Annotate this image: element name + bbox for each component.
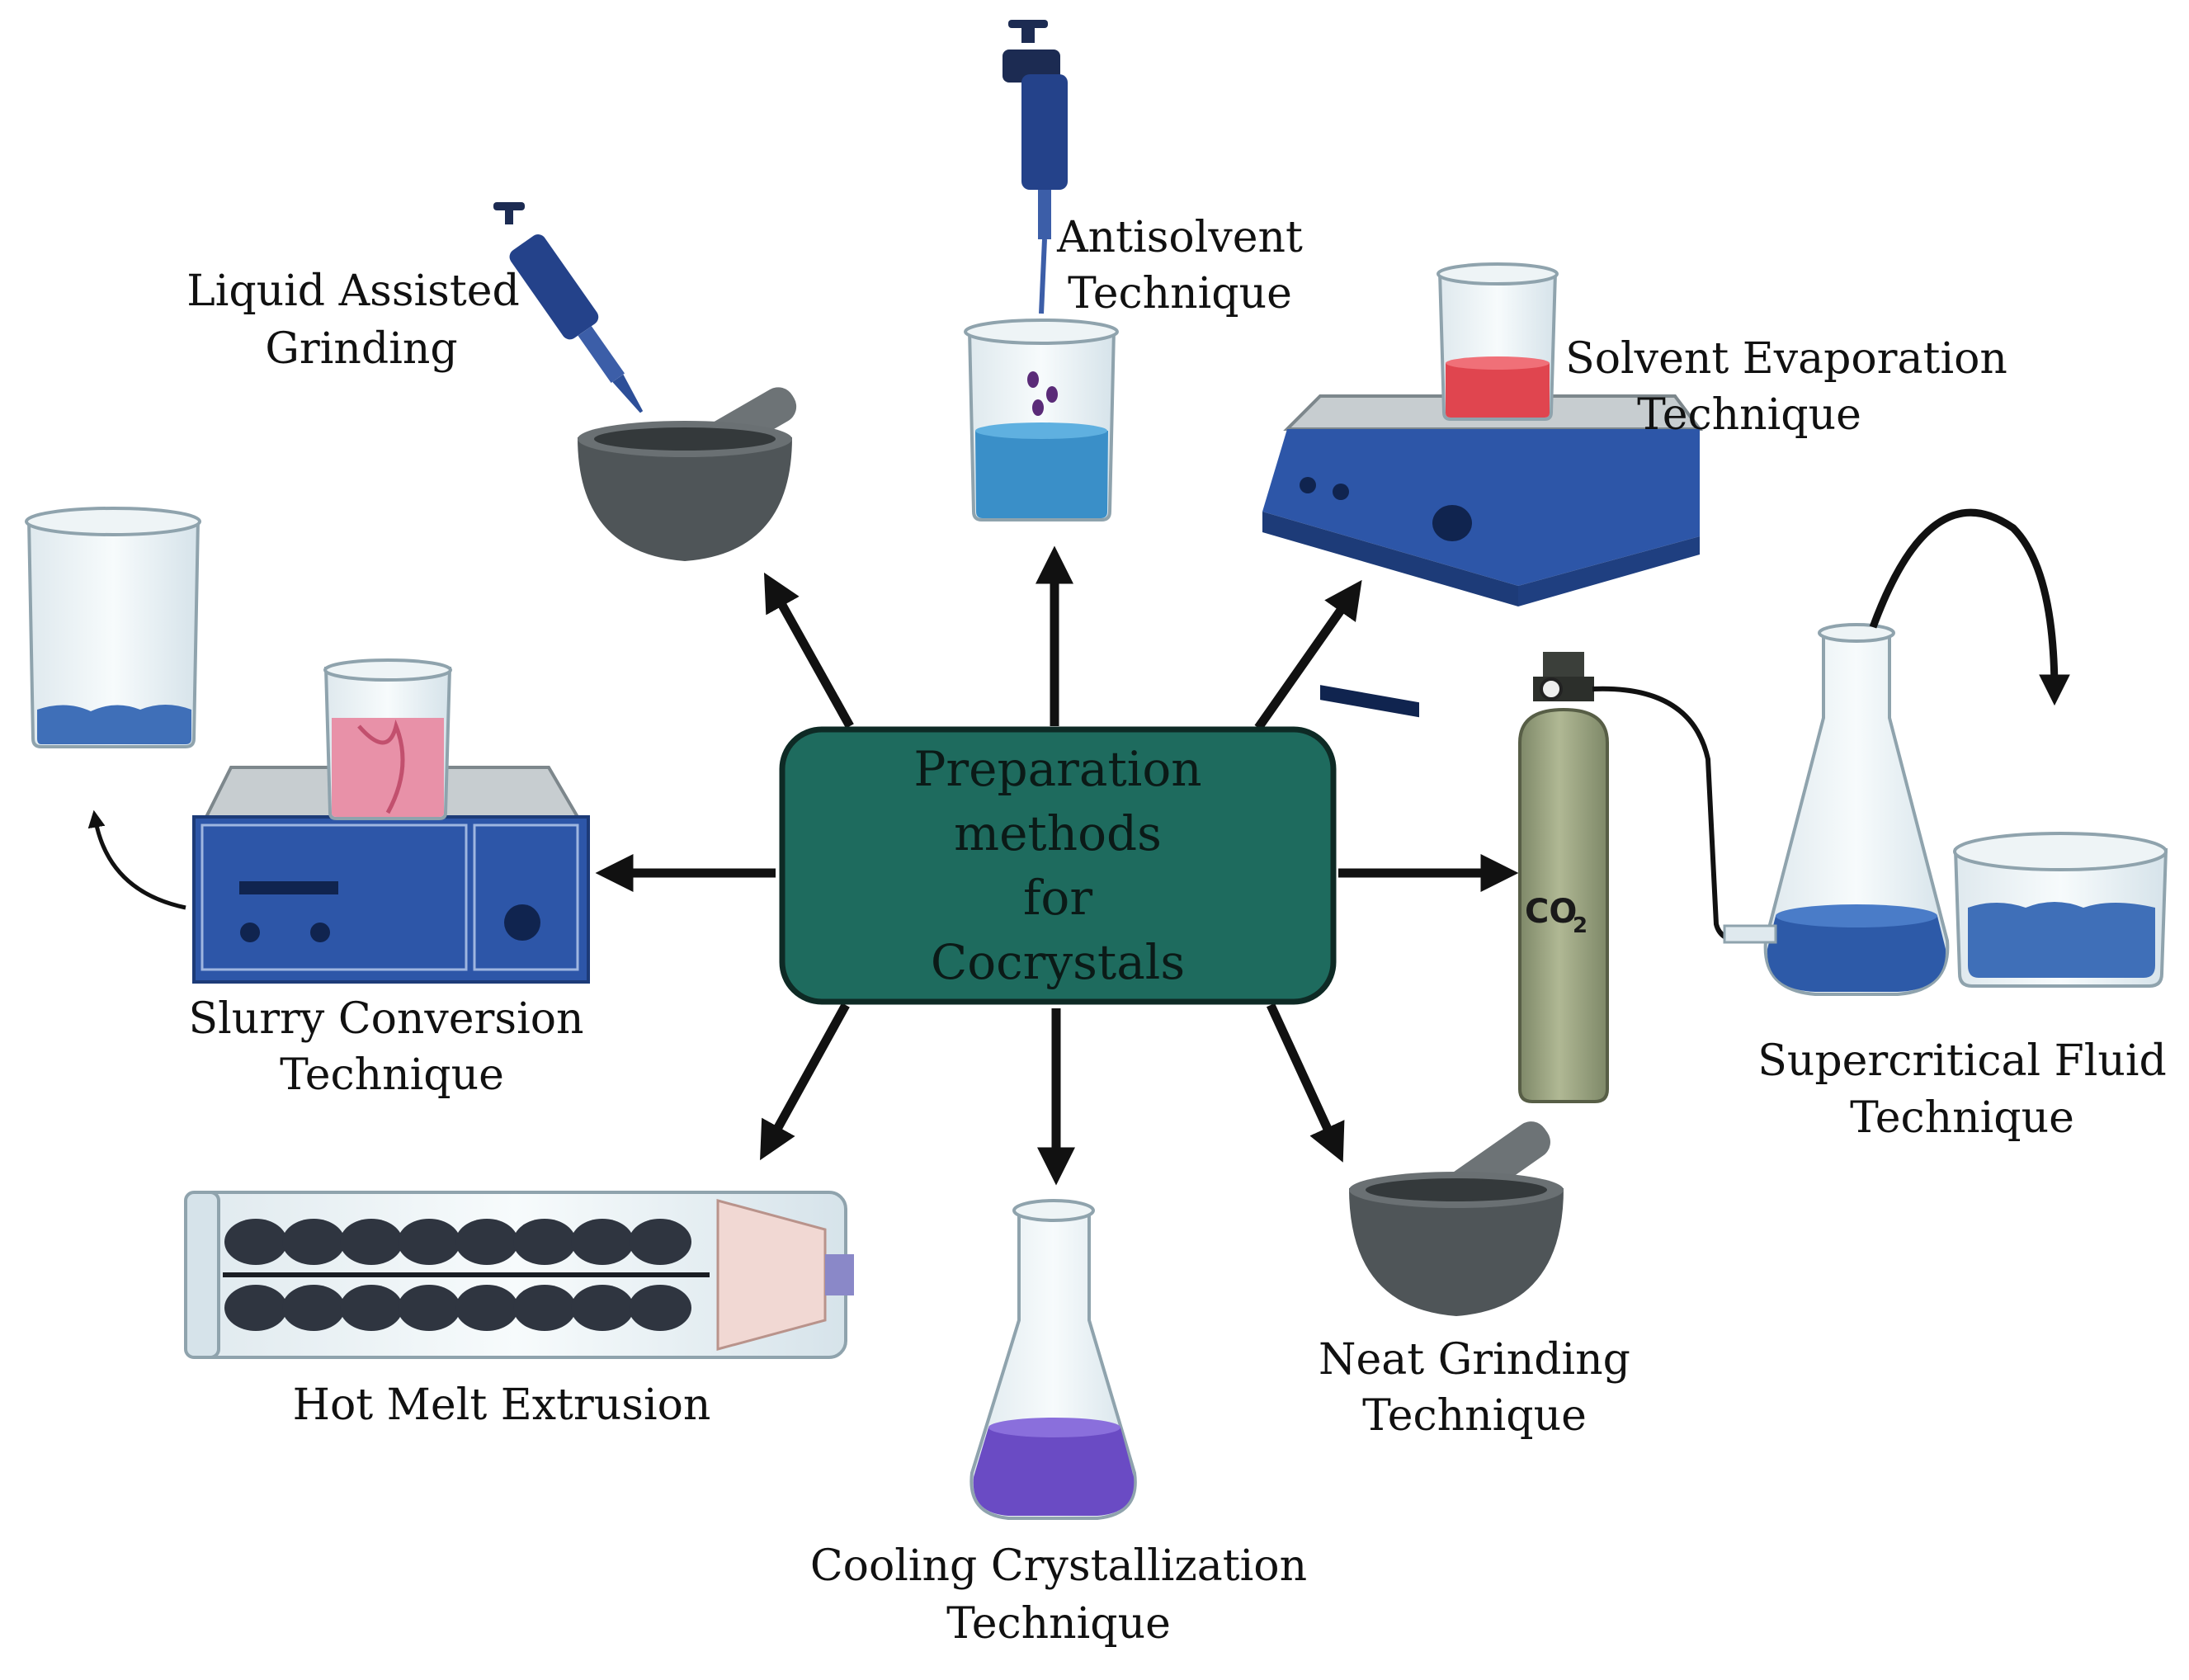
co2-label: CO [1525, 893, 1577, 931]
center-title-line3: for [1023, 870, 1092, 926]
neat-grinding-label-line1: Neat Grinding [1319, 1335, 1630, 1385]
antisolvent-label-line2: Technique [1068, 269, 1292, 319]
slurry-conversion-label-line2: Technique [280, 1050, 504, 1100]
neat-grinding: Neat Grinding Technique [1319, 1121, 1630, 1441]
neat-grinding-label-line2: Technique [1362, 1391, 1587, 1441]
arrow-to-neat-grinding [1267, 1003, 1345, 1163]
arrow-to-solvent-evaporation [1254, 579, 1362, 731]
cooling-label-line2: Technique [946, 1599, 1171, 1649]
center-title-line1: Preparation [913, 741, 1201, 797]
co2-cylinder-flask-icon: CO 2 [1518, 508, 2168, 1103]
beaker-pipette-icon [964, 20, 1119, 521]
slurry-conversion-technique: Slurry Conversion Technique [25, 507, 590, 1100]
supercritical-fluid-technique: CO 2 Supercritical Fluid Technique [1518, 508, 2168, 1143]
mortar-pestle-pipette-icon [493, 202, 797, 561]
co2-subscript: 2 [1573, 913, 1587, 938]
solvent-evaporation-label-line2: Technique [1637, 390, 1861, 440]
erlenmeyer-flask-icon [969, 1199, 1137, 1520]
slurry-conversion-label-line1: Slurry Conversion [188, 994, 583, 1044]
liquid-assisted-label-line1: Liquid Assisted [186, 267, 520, 316]
arrows [595, 545, 1519, 1186]
solvent-evaporation-technique: Solvent Evaporation Technique [1262, 262, 2007, 718]
cooling-label-line1: Cooling Crystallization [810, 1541, 1307, 1591]
center-node: Preparation methods for Cocrystals [779, 726, 1337, 1005]
center-box [779, 726, 1337, 1005]
liquid-assisted-label-line2: Grinding [265, 324, 457, 374]
center-title-line2: methods [954, 805, 1162, 861]
extruder-icon [184, 1191, 854, 1359]
supercritical-label-line2: Technique [1850, 1093, 2074, 1143]
hotplate-beaker-icon [1262, 262, 1703, 718]
supercritical-label-line1: Supercritical Fluid [1757, 1036, 2167, 1086]
center-title-line4: Cocrystals [931, 934, 1185, 990]
mortar-pestle-icon [1349, 1121, 1564, 1316]
hot-melt-extrusion: Hot Melt Extrusion [184, 1191, 854, 1430]
solvent-evaporation-label-line1: Solvent Evaporation [1565, 334, 2007, 384]
liquid-assisted-grinding: Liquid Assisted Grinding [186, 202, 797, 561]
arrow-to-liquid-assisted [763, 572, 854, 729]
cooling-crystallization: Cooling Crystallization Technique [810, 1199, 1307, 1649]
hot-melt-label: Hot Melt Extrusion [293, 1380, 711, 1430]
hotplate-stirrer-icon [25, 507, 590, 984]
arrow-to-hot-melt [760, 1003, 850, 1161]
antisolvent-technique: Antisolvent Technique [964, 20, 1303, 521]
antisolvent-label-line1: Antisolvent [1056, 213, 1303, 262]
